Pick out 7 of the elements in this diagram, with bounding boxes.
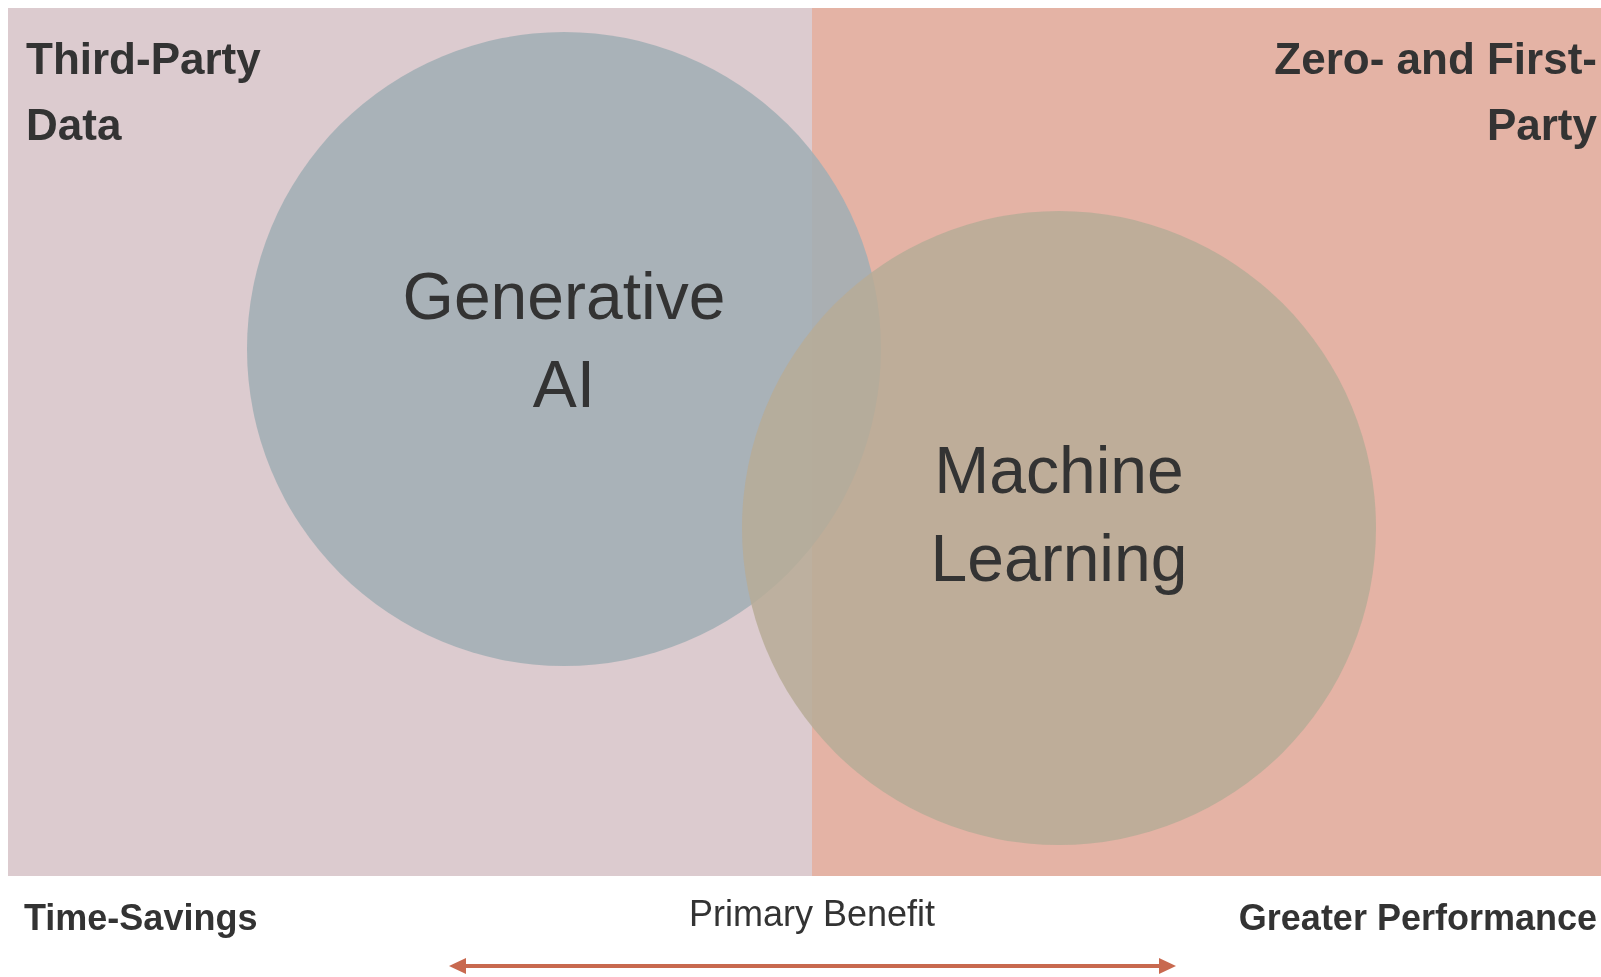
circle-label: Generative AI: [402, 258, 726, 423]
axis-end-label: Greater Performance: [1238, 897, 1597, 939]
axis-end-label: Time-Savings: [24, 897, 258, 939]
axis-title: Primary Benefit: [688, 893, 936, 935]
region-heading: Third-Party Data: [26, 33, 262, 151]
region-heading: Zero- and First-Party: [1273, 33, 1597, 151]
circle-label: Machine Learning: [929, 432, 1189, 597]
